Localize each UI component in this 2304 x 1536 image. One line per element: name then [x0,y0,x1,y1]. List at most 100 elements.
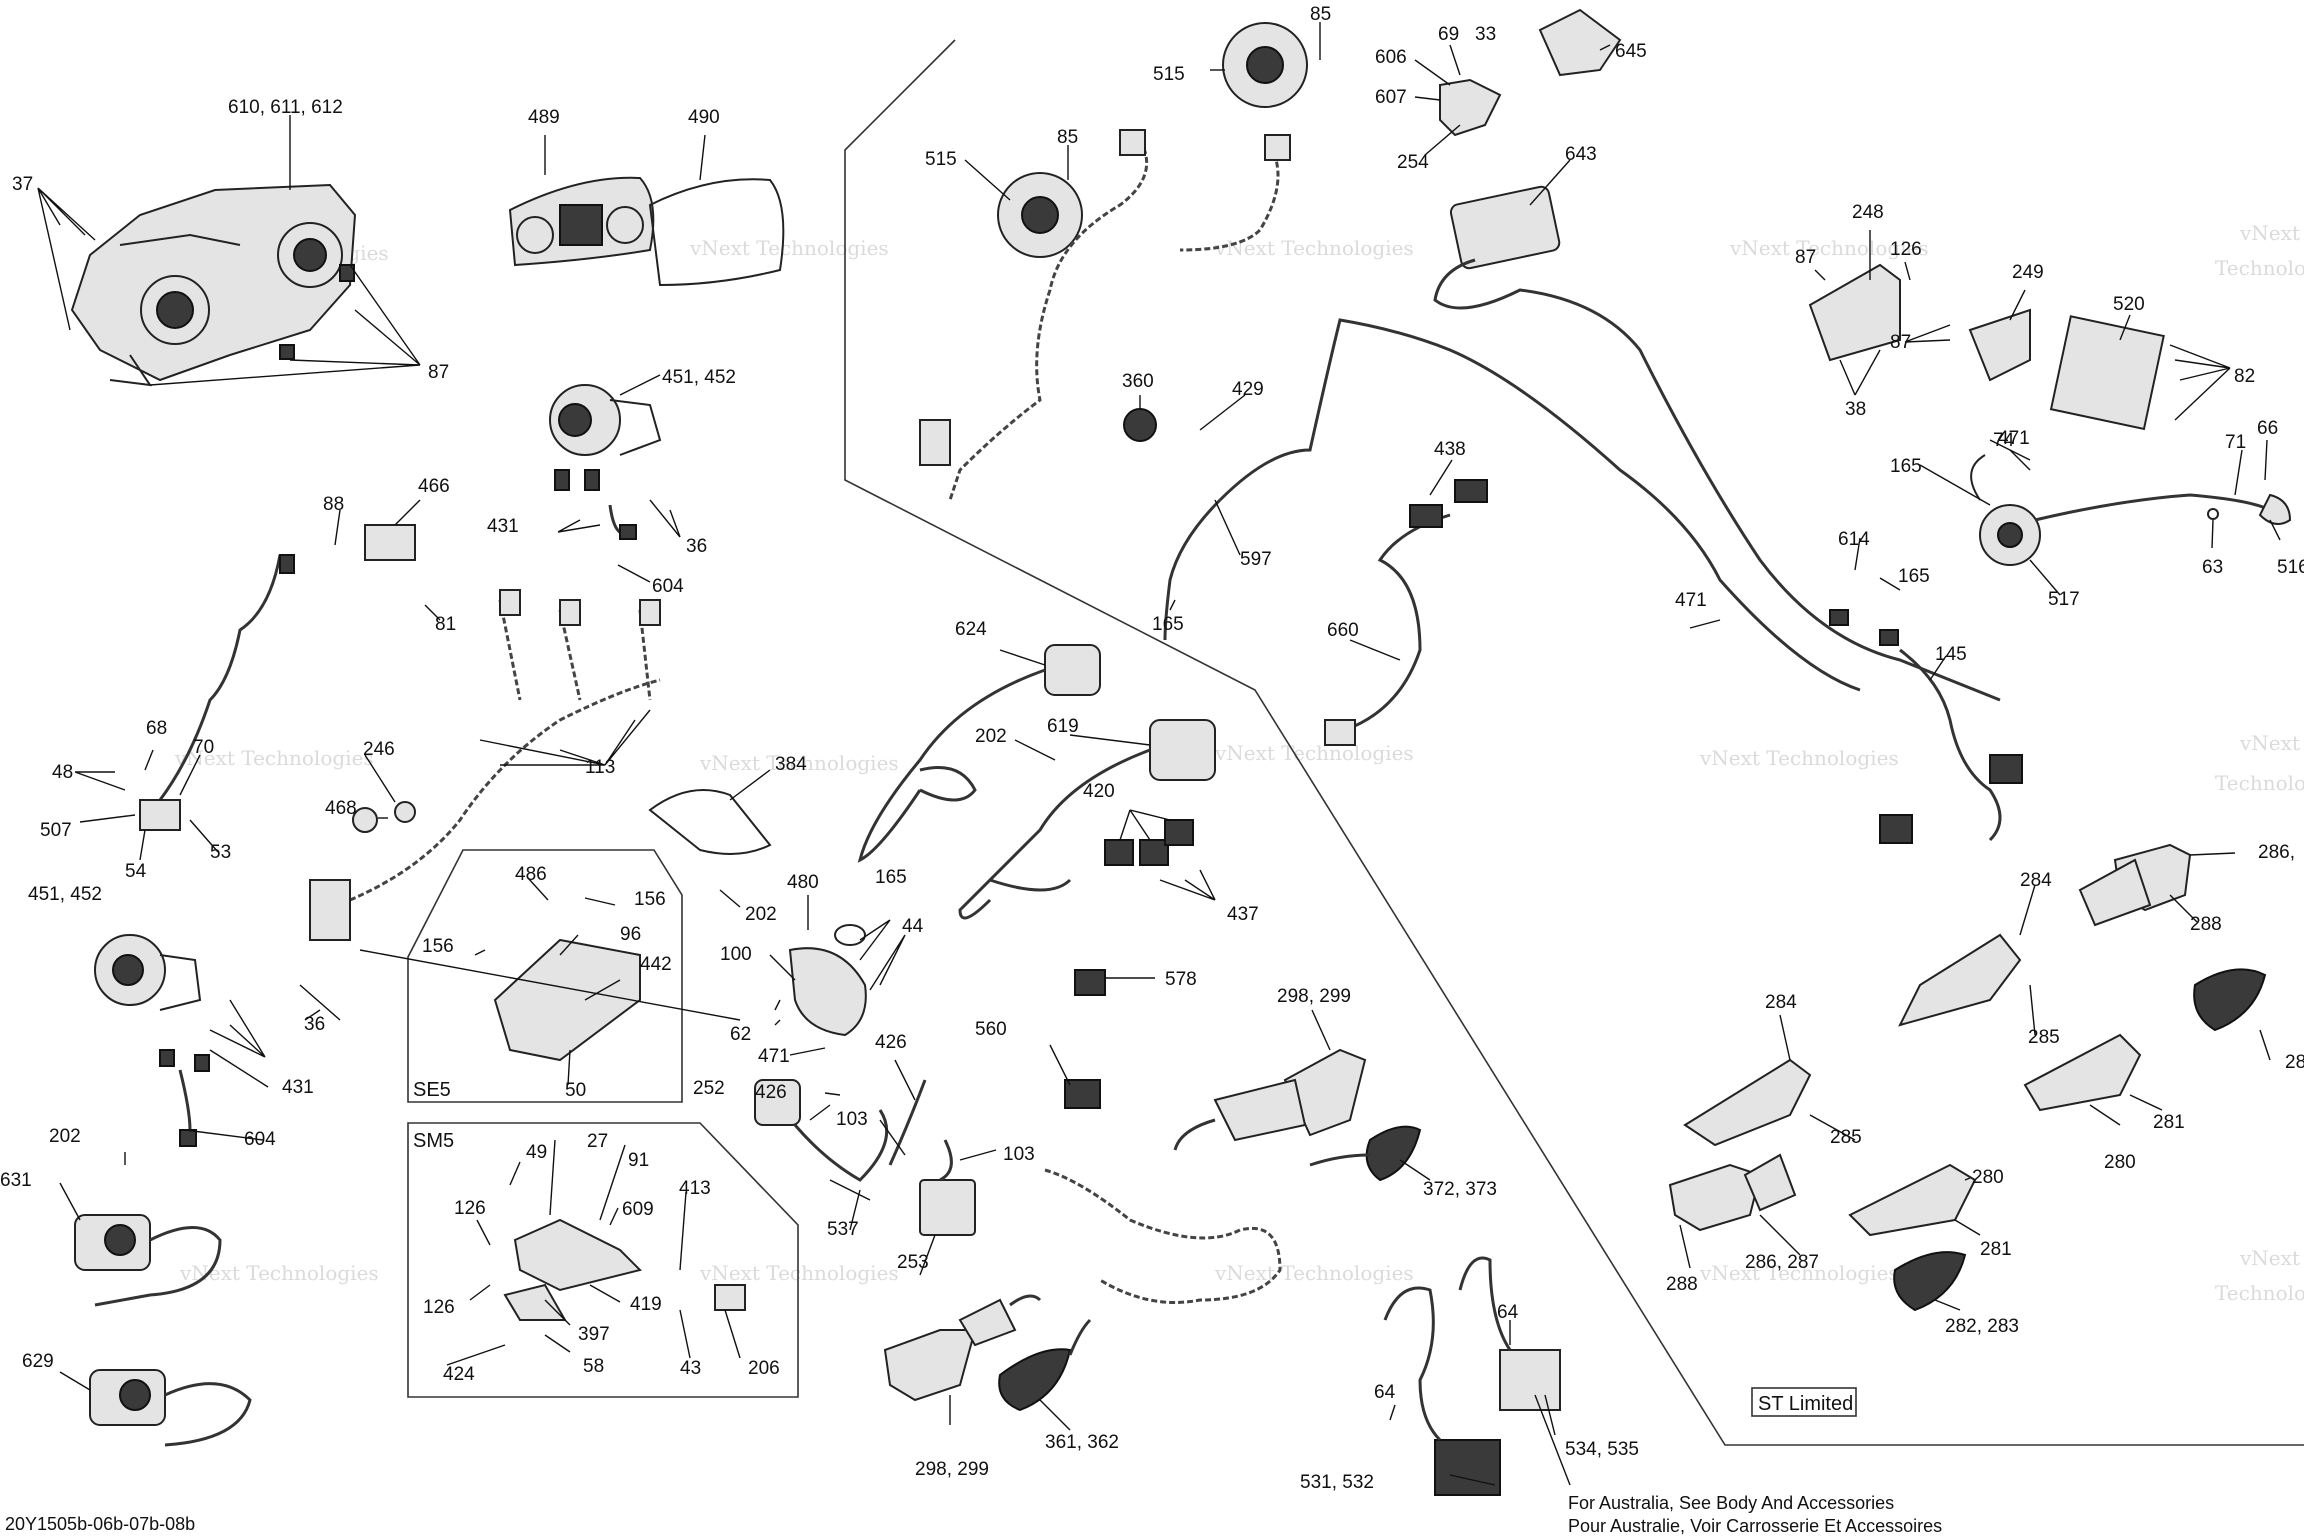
callout-label: 206 [748,1358,780,1379]
callout-label: 384 [775,754,807,775]
module-531 [1434,1439,1501,1496]
callout-label: 451, 452 [662,367,736,388]
note-line-2: Pour Australie, Voir Carrosserie Et Acce… [1568,1516,1942,1536]
cover-280 [2023,1033,2142,1112]
module-253 [919,1179,976,1236]
callout-label: 165 [1890,456,1922,477]
sm5-assembly [513,1218,642,1292]
callout-label: 361, 362 [1045,1432,1119,1453]
callout-label: 486 [515,864,547,885]
callout-label: 50 [565,1080,586,1101]
callout-label: 87 [1890,332,1911,353]
callout-label: 66 [2257,418,2278,439]
diagram-code: 20Y1505b-06b-07b-08b [5,1514,195,1534]
callout-label: 489 [528,107,560,128]
bracket-249 [1968,308,2031,382]
callout-label: 103 [836,1109,868,1130]
callout-label: 69 [1438,24,1459,45]
callout-label: 103 [1003,1144,1035,1165]
callout-label: 27 [587,1131,608,1152]
callout-label: 466 [418,476,450,497]
callout-label: 288 [1666,1274,1698,1295]
callout-label: 471 [1675,590,1707,611]
callout-label: 597 [1240,549,1272,570]
callout-label: 165 [875,867,907,888]
gps-unit [1449,185,1561,270]
sm5-box [407,1122,799,1398]
callout-label: 126 [1890,239,1922,260]
callout-label: 91 [628,1150,649,1171]
callout-label: 610, 611, 612 [228,97,343,118]
cover-280-lower [1848,1163,1977,1237]
callout-label: 614 [1838,529,1870,550]
callout-label: 604 [652,576,684,597]
callout-label: 36 [304,1014,325,1035]
turn-signal-282 [1893,1251,1967,1312]
callout-label: 480 [787,872,819,893]
callout-label: 96 [620,924,641,945]
callout-label: 100 [720,944,752,965]
callout-label: 451, 452 [28,884,102,905]
watermark: vNext [2239,731,2300,755]
callout-label: 631 [0,1170,32,1191]
watermark: Technologies [2215,1281,2304,1305]
handlebar-switch-629 [89,1369,252,1447]
callout-label: 126 [454,1198,486,1219]
module-534 [1499,1349,1561,1411]
callout-label: 419 [630,1294,662,1315]
callout-label: 48 [52,762,73,783]
connector-560 [1064,1079,1101,1109]
sm5-label: SM5 [413,1130,454,1152]
callout-label: 515 [1153,64,1185,85]
callout-label: 156 [634,889,666,910]
callout-label: 71 [2225,432,2246,453]
callout-label: 37 [12,174,33,195]
callout-label: 282, 283 [1945,1316,2019,1337]
callout-label: 426 [755,1082,787,1103]
watermarks: vNext Technologies vNext Technologies vN… [174,221,2304,1305]
relay-box [364,524,416,561]
switch-block [1104,839,1134,866]
callout-label: 471 [758,1046,790,1067]
watermark: vNext Technologies [1699,1261,1899,1285]
callout-label: 537 [827,1219,859,1240]
callout-label: 604 [244,1129,276,1150]
callout-label: 113 [585,757,615,778]
callout-label: 281 [1980,1239,2012,1260]
region-boundaries [844,39,2304,1446]
callout-label: 85 [1310,4,1331,25]
callout-label: 471 [1998,428,2030,449]
callout-label: 87 [428,362,449,383]
callout-label: 286, [2258,842,2295,863]
connector-578 [1074,969,1106,996]
se5-box [407,849,683,1103]
callout-label: 284 [1765,992,1797,1013]
se5-label: SE5 [413,1079,451,1101]
callout-label: 285 [2028,1027,2060,1048]
callout-label: 490 [688,107,720,128]
power-outlet [1123,408,1157,442]
watermark: vNext [2239,221,2300,245]
handlebar-switch-619 [958,719,1216,920]
callout-label: 49 [526,1142,547,1163]
callout-label: 202 [745,904,777,925]
parts [70,8,2292,1496]
callout-label: 63 [2202,557,2223,578]
callout-label: 202 [975,726,1007,747]
callout-label: 578 [1165,969,1197,990]
callout-label: 145 [1935,644,1967,665]
callout-label: 298, 299 [1277,986,1351,1007]
switch-block [1164,819,1194,846]
callout-label: 516 [2277,557,2304,578]
callout-label: 87 [1795,247,1816,268]
callout-label: 420 [1083,781,1115,802]
callout-label: 33 [1475,24,1496,45]
instrument-cluster [508,176,785,287]
callout-label: 44 [902,916,924,937]
callout-label: 372, 373 [1423,1179,1497,1200]
fog-light-left [94,934,210,1147]
callout-label: 619 [1047,716,1079,737]
callout-label: 426 [875,1032,907,1053]
callout-label: 645 [1615,41,1647,62]
